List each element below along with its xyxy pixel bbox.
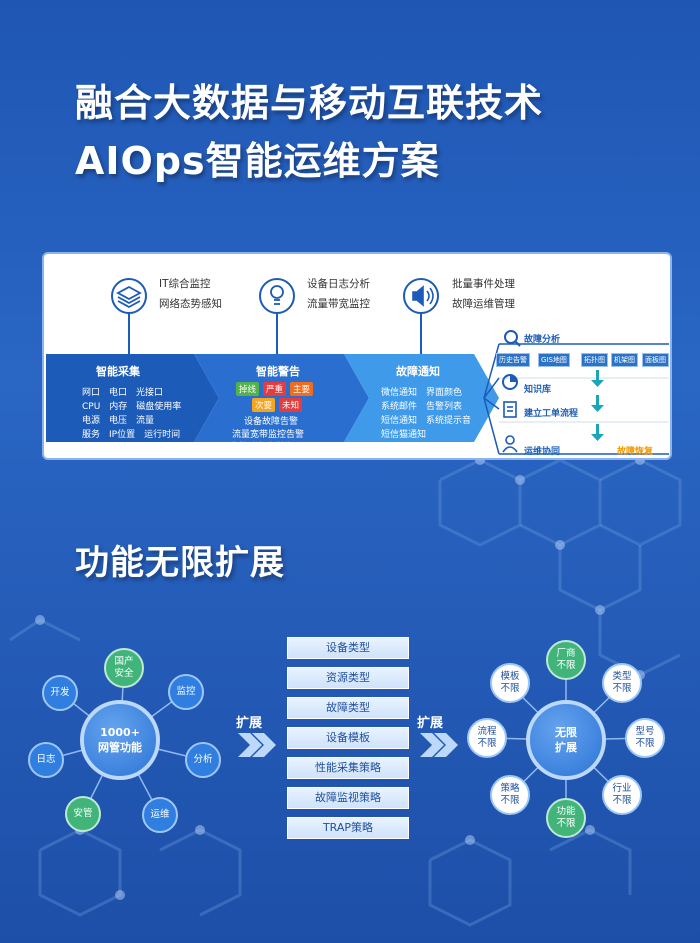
node-security-mgmt: 安管 <box>65 796 101 832</box>
user-icon <box>502 435 518 453</box>
node-vendor-unlimited: 厂商 不限 <box>546 640 586 680</box>
flow-knowledge-base: 知识库 <box>524 385 552 395</box>
node-industry-unlimited: 行业 不限 <box>602 775 642 815</box>
double-chevron-icon <box>238 733 262 757</box>
flow-collaboration: 运维协同 <box>524 447 561 457</box>
feature-bandwidth-monitor: 流量带宽监控 <box>307 298 370 310</box>
node-model-unlimited: 型号 不限 <box>625 718 665 758</box>
flow-fault-analysis: 故障分析 <box>524 335 561 345</box>
node-type-unlimited: 类型 不限 <box>602 663 642 703</box>
feature-network-awareness: 网络态势感知 <box>159 298 222 310</box>
alert-tag-critical: 严重 <box>263 382 287 396</box>
chip-gis-map: GIS地图 <box>538 353 570 367</box>
chip-topology: 拓扑图 <box>581 353 608 367</box>
stage-collect-line: 服务 IP位置 运行时间 <box>82 430 181 440</box>
chip-panel: 面板图 <box>642 353 669 367</box>
feature-batch-events: 批量事件处理 <box>452 278 515 290</box>
stage-notify-line: 短信猫通知 <box>381 430 427 440</box>
section-title-expansion: 功能无限扩展 <box>75 543 285 583</box>
stage-alert-title: 智能警告 <box>256 365 300 378</box>
node-development: 开发 <box>42 675 78 711</box>
node-function-unlimited: 功能 不限 <box>546 798 586 838</box>
left-cluster-center: 1000+ 网管功能 <box>80 700 160 780</box>
pie-chart-icon <box>502 374 518 390</box>
speaker-icon <box>412 285 434 307</box>
feature-fault-management: 故障运维管理 <box>452 298 515 310</box>
magnifier-icon <box>504 330 518 344</box>
stage-notify-line: 短信通知 系统提示音 <box>381 416 472 426</box>
stage-notify-line: 微信通知 界面颜色 <box>381 388 463 398</box>
headline-line2: AIOps智能运维方案 <box>75 139 440 183</box>
node-strategy-unlimited: 策略 不限 <box>490 775 530 815</box>
alert-tag-major: 主要 <box>290 382 314 396</box>
double-chevron-icon <box>420 733 444 757</box>
chip-history-alarm: 历史告警 <box>496 353 530 367</box>
lightbulb-icon <box>270 285 284 305</box>
layers-icon <box>116 285 142 309</box>
alert-tag-offline: 掉线 <box>236 382 260 396</box>
flow-ticket-process: 建立工单流程 <box>524 409 579 419</box>
document-icon <box>503 401 517 418</box>
flow-recovery: 故障恢复 <box>617 447 654 457</box>
stage-alert-line: 告警过滤 多样化展示 <box>230 442 310 452</box>
node-process-unlimited: 流程 不限 <box>467 718 507 758</box>
list-trap-strategy: TRAP策略 <box>287 817 409 839</box>
list-fault-monitor-strategy: 故障监视策略 <box>287 787 409 809</box>
stage-notify-title: 故障通知 <box>396 365 440 378</box>
chip-rack: 机架图 <box>611 353 638 367</box>
list-resource-type: 资源类型 <box>287 667 409 689</box>
list-device-template: 设备模板 <box>287 727 409 749</box>
node-analysis: 分析 <box>185 742 221 778</box>
headline-line1: 融合大数据与移动互联技术 <box>75 81 544 125</box>
node-template-unlimited: 模板 不限 <box>490 663 530 703</box>
list-perf-strategy: 性能采集策略 <box>287 757 409 779</box>
node-domestic-security: 国产 安全 <box>104 648 144 688</box>
expand-label-right: 扩展 <box>417 716 444 731</box>
stage-alert-line: 设备故障告警 <box>244 417 299 427</box>
list-device-type: 设备类型 <box>287 637 409 659</box>
alert-tag-minor: 次要 <box>252 398 276 412</box>
alert-tag-unknown: 未知 <box>279 398 303 412</box>
stage-collect-title: 智能采集 <box>96 365 140 378</box>
list-fault-type: 故障类型 <box>287 697 409 719</box>
stage-alert-line: 流量宽带监控告警 <box>232 430 305 440</box>
stage-collect-line: 电源 电压 流量 <box>82 416 155 426</box>
node-monitor: 监控 <box>168 674 204 710</box>
stage-collect-line: 网口 电口 光接口 <box>82 388 164 398</box>
stage-notify-line: 系统邮件 告警列表 <box>381 402 463 412</box>
stage-collect-line: CPU 内存 磁盘使用率 <box>82 402 182 412</box>
node-ops: 运维 <box>142 797 178 833</box>
feature-log-analysis: 设备日志分析 <box>307 278 370 290</box>
aiops-flow-panel: IT综合监控 网络态势感知 设备日志分析 流量带宽监控 批量事件处理 故障运维管… <box>42 252 672 460</box>
expand-label-left: 扩展 <box>236 716 263 731</box>
right-cluster-center: 无限 扩展 <box>526 700 606 780</box>
feature-it-monitor: IT综合监控 <box>159 278 211 290</box>
node-log: 日志 <box>28 742 64 778</box>
